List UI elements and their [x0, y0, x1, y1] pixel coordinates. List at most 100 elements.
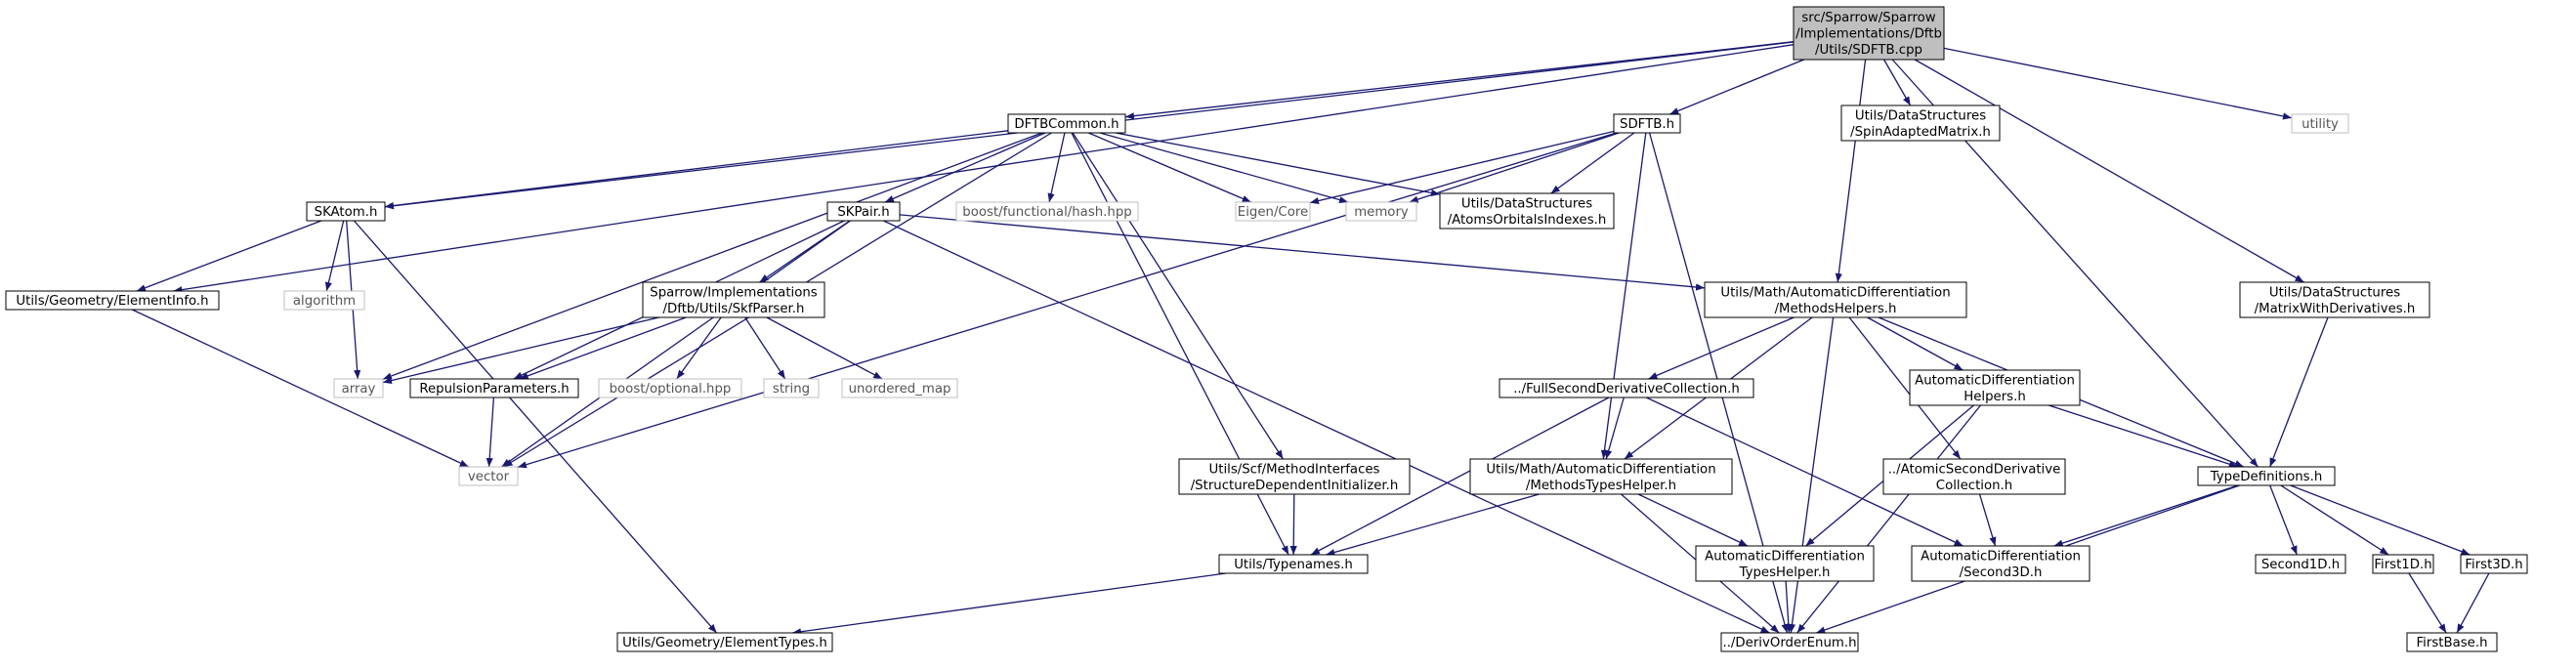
node-firstbase[interactable]: FirstBase.h — [2406, 632, 2498, 652]
edge-root-to-spinadapted — [1883, 59, 1912, 106]
node-label-line: Utils/Typenames.h — [1234, 558, 1353, 572]
edge-sdftb-to-memory — [1409, 132, 1620, 203]
edge-sdftb-to-eigencore — [1309, 130, 1615, 205]
node-box — [1218, 554, 1369, 574]
node-box — [2197, 466, 2336, 486]
edge-typedefinitions-to-second3d — [2053, 484, 2239, 547]
node-utility: utility — [2291, 113, 2349, 134]
edge-fullsecond-to-typenames — [1310, 397, 1610, 556]
edge-root-to-elementinfo — [173, 44, 1795, 294]
node-skpair[interactable]: SKPair.h — [826, 201, 901, 222]
node-label-line: AutomaticDifferentiation — [1921, 549, 2081, 564]
node-label-line: /Implementations/Dftb — [1795, 27, 1942, 42]
node-typedefinitions[interactable]: TypeDefinitions.h — [2197, 466, 2336, 486]
edge-skfparser-to-string — [744, 316, 786, 380]
node-derivorder[interactable]: ../DerivOrderEnum.h — [1720, 632, 1859, 652]
node-label-line: ../AtomicSecondDerivative — [1888, 462, 2061, 477]
edge-elementinfo-to-vector — [132, 309, 469, 468]
node-box — [1178, 458, 1411, 495]
node-label-line: Utils/DataStructures — [1461, 196, 1592, 211]
node-methodstypeshelper[interactable]: Utils/Math/AutomaticDifferentiation/Meth… — [1469, 458, 1733, 495]
node-vector: vector — [458, 466, 519, 486]
edge-root-to-utility — [1943, 47, 2293, 120]
node-first1d[interactable]: First1D.h — [2372, 554, 2434, 574]
node-elementinfo[interactable]: Utils/Geometry/ElementInfo.h — [5, 290, 220, 311]
node-box — [826, 201, 901, 222]
node-label-line: First3D.h — [2465, 558, 2522, 572]
node-label-line: RepulsionParameters.h — [419, 382, 569, 397]
edge-skfparser-to-array — [382, 316, 659, 385]
node-box — [955, 201, 1139, 222]
node-sdftb[interactable]: SDFTB.h — [1613, 113, 1681, 134]
node-box — [458, 466, 519, 486]
node-label-line: Utils/DataStructures — [2269, 285, 2400, 300]
node-label-line: SDFTB.h — [1620, 117, 1674, 132]
node-label-line: /Second3D.h — [1960, 565, 2043, 580]
node-typenames[interactable]: Utils/Typenames.h — [1218, 554, 1369, 574]
node-label-line: Utils/Geometry/ElementTypes.h — [622, 636, 827, 650]
edge-root-to-matrixwithderiv — [1914, 59, 2304, 283]
edge-dftbcommon-to-structuredep — [1072, 132, 1284, 460]
node-label-line: Eigen/Core — [1238, 205, 1308, 220]
node-box — [5, 290, 220, 311]
node-box — [1793, 6, 1945, 61]
node-skfparser[interactable]: Sparrow/Implementations/Dftb/Utils/SkfPa… — [642, 281, 825, 318]
node-boosthash: boost/functional/hash.hpp — [955, 201, 1139, 222]
node-box — [1695, 545, 1875, 582]
node-label-line: TypesHelper.h — [1739, 565, 1831, 580]
node-label-line: Utils/Scf/MethodInterfaces — [1209, 462, 1380, 477]
node-box — [1007, 113, 1126, 134]
edge-fullsecond-to-methodstypeshelper — [1605, 397, 1625, 460]
node-label-line: array — [342, 382, 376, 397]
node-second1d[interactable]: Second1D.h — [2255, 554, 2346, 574]
node-atomsorbitals[interactable]: Utils/DataStructures/AtomsOrbitalsIndexe… — [1439, 192, 1615, 230]
node-methodshelpers[interactable]: Utils/Math/AutomaticDifferentiation/Meth… — [1704, 281, 1967, 318]
node-label-line: unordered_map — [849, 382, 951, 397]
node-box — [409, 378, 579, 398]
node-algorithm: algorithm — [283, 290, 365, 311]
node-second3d[interactable]: AutomaticDifferentiation/Second3D.h — [1911, 545, 2090, 582]
node-box — [763, 378, 820, 398]
node-box — [1840, 105, 2001, 142]
node-skatom[interactable]: SKAtom.h — [306, 201, 386, 222]
edge-skpair-to-vector — [501, 220, 851, 468]
node-box — [2372, 554, 2434, 574]
node-structuredep[interactable]: Utils/Scf/MethodInterfaces/StructureDepe… — [1178, 458, 1411, 495]
node-label-line: /SpinAdaptedMatrix.h — [1850, 125, 1991, 140]
node-dftbcommon[interactable]: DFTBCommon.h — [1007, 113, 1126, 134]
edge-sdftb-to-vector — [517, 132, 1617, 469]
node-elementtypes[interactable]: Utils/Geometry/ElementTypes.h — [616, 632, 833, 652]
edge-adtypeshelper-to-derivorder — [1785, 580, 1793, 634]
node-label-line: Helpers.h — [1964, 390, 2026, 404]
edge-typedefinitions-to-second1d — [2269, 484, 2298, 556]
node-fullsecond[interactable]: ../FullSecondDerivativeCollection.h — [1499, 378, 1754, 398]
node-string: string — [763, 378, 820, 398]
edge-methodstypeshelper-to-typenames — [1326, 493, 1540, 557]
node-boostoptional: boost/optional.hpp — [598, 378, 742, 398]
node-label-line: utility — [2302, 117, 2339, 132]
node-label-line: /MatrixWithDerivatives.h — [2255, 302, 2416, 316]
edge-repulsion-to-vector — [486, 397, 495, 468]
node-label-line: /StructureDependentInitializer.h — [1191, 479, 1399, 493]
edge-root-to-sdftb — [1669, 59, 1804, 115]
edge-dftbcommon-to-boosthash — [1047, 132, 1066, 203]
node-root[interactable]: src/Sparrow/Sparrow/Implementations/Dftb… — [1793, 6, 1945, 61]
node-box — [1882, 458, 2066, 495]
node-box — [1469, 458, 1733, 495]
node-spinadapted[interactable]: Utils/DataStructures/SpinAdaptedMatrix.h — [1840, 105, 2001, 142]
edge-dftbcommon-to-eigencore — [1088, 132, 1251, 203]
node-label-line: SKPair.h — [837, 205, 889, 220]
node-box — [1345, 201, 1417, 222]
edge-skatom-to-elementinfo — [136, 220, 322, 292]
node-matrixwithderiv[interactable]: Utils/DataStructures/MatrixWithDerivativ… — [2239, 281, 2430, 318]
node-repulsion[interactable]: RepulsionParameters.h — [409, 378, 579, 398]
node-box — [2460, 554, 2528, 574]
node-label-line: TypeDefinitions.h — [2210, 470, 2323, 484]
node-first3d[interactable]: First3D.h — [2460, 554, 2528, 574]
node-box — [2291, 113, 2349, 134]
node-eigencore: Eigen/Core — [1235, 201, 1311, 222]
